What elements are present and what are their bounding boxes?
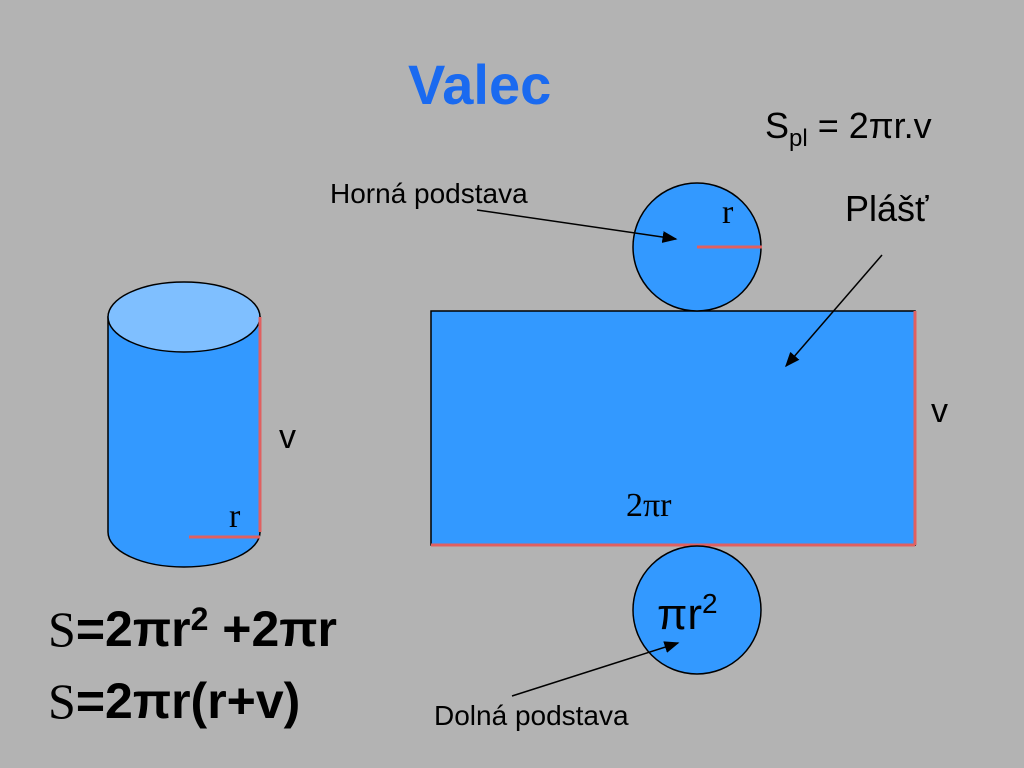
cylinder-top-ellipse [107,281,261,353]
formula1-eq: =2πr [75,601,191,657]
mantle-rectangle [430,310,916,546]
arrow-to-top-base [476,209,678,243]
formula2-rest: =2πr(r+v) [75,673,301,729]
spl-rest: = 2πr.v [807,105,932,146]
mantle-area-formula: Spl = 2πr.v [765,105,932,153]
formula1-s: S [48,601,76,657]
mantle-label: Plášť [845,188,929,229]
spl-subscript: pl [789,125,808,152]
top-base-label: Horná podstava [330,178,528,209]
page-title: Valec [408,53,552,116]
formula1-rest: +2πr [208,601,337,657]
mantle-height-label: v [931,392,948,430]
base-area-exponent: 2 [702,588,718,619]
spl-s: S [765,105,790,146]
cylinder-height-label: v [279,418,296,456]
cylinder-3d [107,281,262,568]
surface-formula-2: S=2πr(r+v) [48,672,300,730]
arrow-to-bottom-base [511,641,680,697]
base-area-label: πr2 [657,588,718,640]
base-area-text: πr [657,590,703,639]
formula1-exponent: 2 [190,601,209,637]
formula2-s: S [48,673,76,729]
surface-formula-1: S=2πr2 +2πr [48,600,337,658]
cylinder-radius-label: r [229,498,241,535]
cylinder-body [107,316,261,568]
circumference-label: 2πr [626,487,672,524]
bottom-base-label: Dolná podstava [434,700,629,731]
top-base-radius-label: r [722,194,734,231]
arrow-to-mantle [785,254,883,368]
